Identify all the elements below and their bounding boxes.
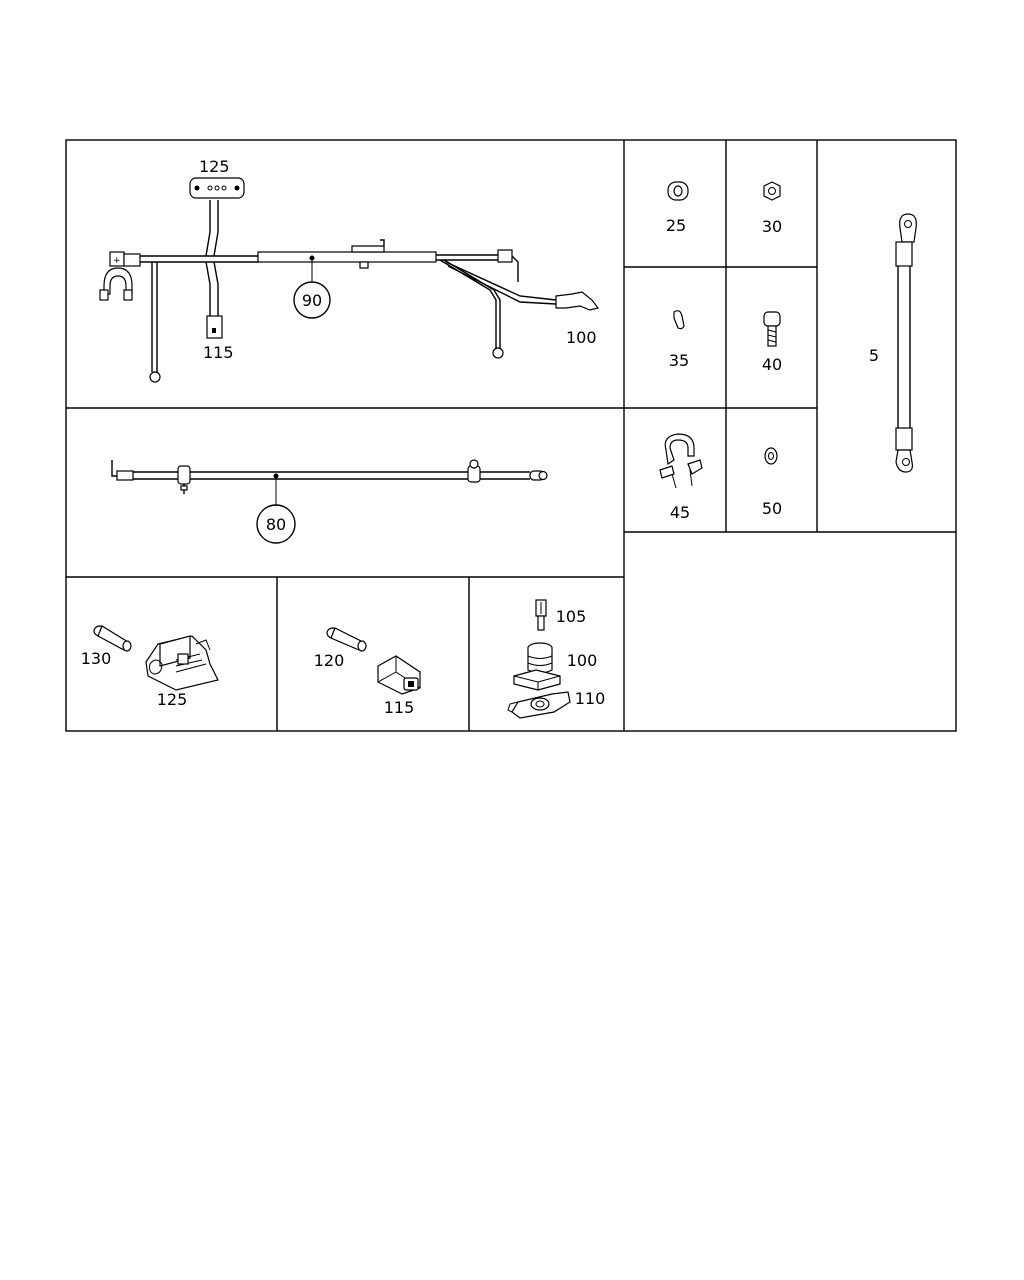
callout-label-5: 5 xyxy=(869,346,879,365)
wiring-harness-90-illustration: + xyxy=(99,177,600,383)
battery-cable-5-icon xyxy=(895,213,917,473)
connector-right-icon xyxy=(497,249,513,263)
callout-label-100-top: 100 xyxy=(566,328,597,347)
svg-text:+: + xyxy=(113,256,121,266)
connector-115-icon xyxy=(206,315,223,339)
ring-terminal-icon xyxy=(149,371,161,383)
callout-bubble-90 xyxy=(293,281,331,319)
terminal-pin-130-icon xyxy=(93,625,132,652)
connector-housing-125-icon xyxy=(145,635,219,691)
callout-label-115-top: 115 xyxy=(203,343,234,362)
callout-label-90: 90 xyxy=(302,291,322,310)
callout-label-80: 80 xyxy=(266,515,286,534)
pin-105-icon xyxy=(535,599,547,631)
callout-label-50: 50 xyxy=(762,499,782,518)
callout-bubble-80 xyxy=(256,504,296,544)
bolt-40-icon xyxy=(763,311,781,347)
callout-label-125-top: 125 xyxy=(199,157,230,176)
callout-label-125: 125 xyxy=(157,690,188,709)
callout-label-45: 45 xyxy=(670,503,690,522)
ring-terminal-icon xyxy=(538,470,548,481)
battery-terminal-icon: + xyxy=(99,251,133,301)
sensor-100-icon xyxy=(555,291,600,311)
washer-50-icon xyxy=(764,447,778,465)
callout-label-130: 130 xyxy=(81,649,112,668)
callout-label-40: 40 xyxy=(762,355,782,374)
connector-housing-115-icon xyxy=(377,655,421,695)
clip-icon xyxy=(177,465,191,485)
wiring-harness-80-illustration xyxy=(111,459,548,544)
sensor-housing-100-icon xyxy=(513,642,561,691)
outer-frame xyxy=(65,139,957,732)
clamp-45-icon xyxy=(659,433,703,489)
connector-125-icon xyxy=(189,177,245,199)
harness-sleeve xyxy=(257,251,437,263)
plug-25-icon xyxy=(667,181,689,201)
callout-label-25: 25 xyxy=(666,216,686,235)
callout-label-110: 110 xyxy=(575,689,606,708)
callout-label-120: 120 xyxy=(314,651,345,670)
bracket-110-icon xyxy=(507,691,571,719)
nut-30-icon xyxy=(763,181,781,201)
callout-label-35: 35 xyxy=(669,351,689,370)
clip-35-icon xyxy=(673,310,685,330)
callout-label-115: 115 xyxy=(384,698,415,717)
callout-label-30: 30 xyxy=(762,217,782,236)
frame-grid xyxy=(65,139,957,732)
callout-label-100: 100 xyxy=(567,651,598,670)
terminal-pin-120-icon xyxy=(326,627,367,652)
callout-label-105: 105 xyxy=(556,607,587,626)
